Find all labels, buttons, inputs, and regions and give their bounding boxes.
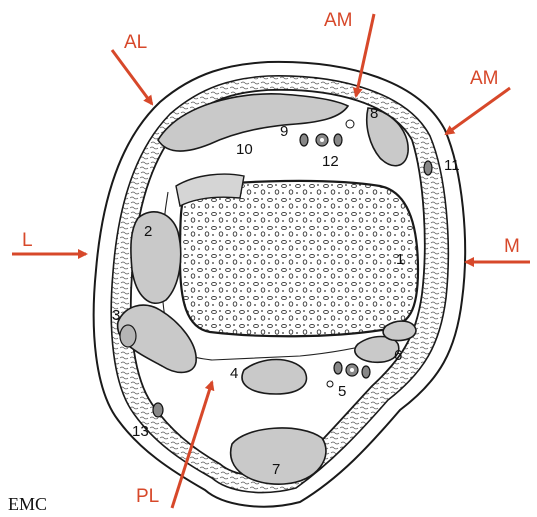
label-7: 7 (272, 461, 280, 478)
arrow-al (112, 50, 152, 104)
label-2: 2 (144, 223, 152, 240)
label-12: 12 (322, 153, 339, 170)
label-5: 5 (338, 383, 346, 400)
label-l: L (22, 230, 33, 251)
arrow-am-right (446, 88, 510, 134)
label-am-top: AM (324, 10, 353, 31)
vessel-small (346, 120, 354, 128)
label-9: 9 (280, 123, 288, 140)
vessel-11 (424, 161, 432, 175)
label-pl: PL (136, 486, 159, 507)
label-10: 10 (236, 141, 253, 158)
label-al: AL (124, 32, 147, 53)
label-am-right: AM (470, 68, 499, 89)
muscle-2 (131, 212, 181, 303)
label-6: 6 (394, 347, 402, 364)
label-4: 4 (230, 365, 238, 382)
label-8: 8 (370, 105, 378, 122)
muscle-6-b (383, 321, 416, 340)
label-11: 11 (444, 157, 460, 174)
vessel-13 (153, 403, 163, 417)
emc-logo: EMC (8, 494, 47, 514)
label-1: 1 (396, 251, 404, 268)
muscle-3-inner (120, 325, 136, 347)
bone-section (180, 181, 418, 336)
label-13: 13 (132, 423, 149, 440)
label-3: 3 (112, 307, 120, 324)
label-m: M (504, 236, 520, 257)
vessel-group-12 (300, 134, 342, 146)
arrow-am-top (356, 14, 374, 96)
muscle-4 (242, 360, 306, 395)
